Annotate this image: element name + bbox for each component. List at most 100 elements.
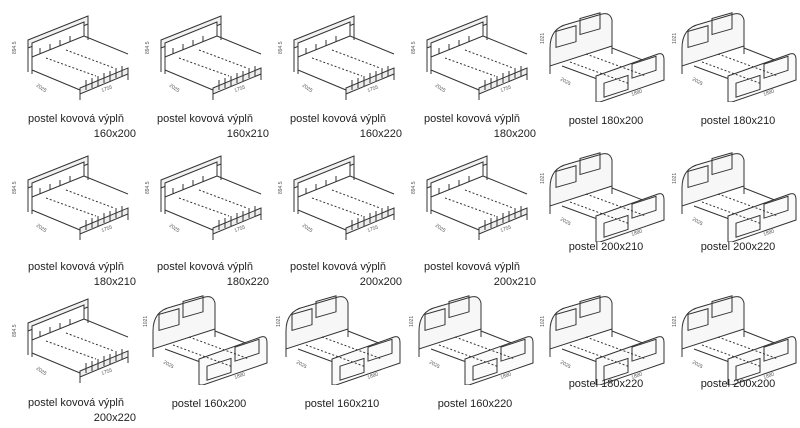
bed-size: 200x210 <box>493 276 536 288</box>
svg-text:1755: 1755 <box>500 84 513 94</box>
bed-name: postel kovová výplň <box>28 261 124 273</box>
bed-drawing-metal: 894.5 2025 1755 <box>10 150 142 242</box>
bed-drawing-metal: 894.5 2025 1755 <box>409 10 541 102</box>
bed-drawing-panel: 1021 2025 1880 <box>409 293 541 385</box>
svg-text:2025: 2025 <box>691 360 704 371</box>
svg-text:1880: 1880 <box>367 371 380 381</box>
bed-name: postel kovová výplň <box>290 261 386 273</box>
svg-text:1880: 1880 <box>763 228 776 238</box>
bed-drawing-metal: 894.5 2025 1755 <box>10 10 142 102</box>
svg-text:894.5: 894.5 <box>278 181 284 194</box>
svg-text:1880: 1880 <box>763 88 776 98</box>
svg-text:894.5: 894.5 <box>12 41 18 54</box>
svg-text:2025: 2025 <box>559 77 572 88</box>
bed-caption: postel kovová výplň 200x220 <box>28 396 136 426</box>
bed-caption: postel 180x210 <box>672 114 800 129</box>
svg-text:1880: 1880 <box>631 88 644 98</box>
bed-name: postel 180x200 <box>568 115 644 127</box>
svg-text:1021: 1021 <box>540 33 546 44</box>
bed-name: postel kovová výplň <box>290 113 386 125</box>
svg-text:1755: 1755 <box>500 224 513 234</box>
bed-drawing-metal: 894.5 2025 1755 <box>276 150 408 242</box>
svg-text:2025: 2025 <box>301 223 314 234</box>
svg-text:1755: 1755 <box>101 367 114 377</box>
bed-name: postel kovová výplň <box>424 261 520 273</box>
svg-text:2025: 2025 <box>691 217 704 228</box>
bed-name: postel kovová výplň <box>28 113 124 125</box>
bed-caption: postel kovová výplň 180x220 <box>157 260 269 290</box>
svg-text:2025: 2025 <box>301 83 314 94</box>
bed-size: 180x210 <box>93 276 136 288</box>
bed-size: 160x220 <box>359 128 402 140</box>
svg-text:1021: 1021 <box>143 316 149 327</box>
bed-drawing-metal: 894.5 2025 1755 <box>409 150 541 242</box>
bed-drawing-metal: 894.5 2025 1755 <box>143 10 275 102</box>
svg-text:2025: 2025 <box>162 360 175 371</box>
svg-text:1755: 1755 <box>367 224 380 234</box>
bed-name: postel 180x220 <box>568 378 644 390</box>
svg-text:894.5: 894.5 <box>411 181 417 194</box>
svg-text:2025: 2025 <box>35 366 48 377</box>
bed-caption: postel kovová výplň 200x200 <box>290 260 402 290</box>
bed-size: 200x200 <box>359 276 402 288</box>
bed-drawing-panel: 1021 2025 1880 <box>540 150 672 242</box>
svg-text:1755: 1755 <box>101 224 114 234</box>
bed-drawing-metal: 894.5 2025 1755 <box>276 10 408 102</box>
bed-caption: postel kovová výplň 180x200 <box>424 112 536 142</box>
svg-text:1880: 1880 <box>763 371 776 381</box>
bed-caption: postel 180x220 <box>540 377 672 392</box>
svg-text:894.5: 894.5 <box>411 41 417 54</box>
svg-text:894.5: 894.5 <box>145 41 151 54</box>
svg-text:2025: 2025 <box>559 217 572 228</box>
svg-text:1880: 1880 <box>631 371 644 381</box>
bed-name: postel kovová výplň <box>157 261 253 273</box>
bed-size: 200x220 <box>93 412 136 424</box>
bed-caption: postel kovová výplň 180x210 <box>28 260 136 290</box>
svg-text:1880: 1880 <box>234 371 247 381</box>
svg-text:1021: 1021 <box>672 316 678 327</box>
svg-text:894.5: 894.5 <box>12 181 18 194</box>
bed-name: postel kovová výplň <box>424 113 520 125</box>
svg-text:2025: 2025 <box>35 223 48 234</box>
svg-text:2025: 2025 <box>428 360 441 371</box>
bed-name: postel kovová výplň <box>157 113 253 125</box>
bed-caption: postel 200x210 <box>540 240 672 255</box>
bed-size: 180x200 <box>493 128 536 140</box>
svg-text:1755: 1755 <box>234 84 247 94</box>
bed-caption: postel 180x200 <box>540 114 672 129</box>
svg-text:2025: 2025 <box>295 360 308 371</box>
svg-text:894.5: 894.5 <box>145 181 151 194</box>
bed-caption: postel 160x210 <box>276 397 408 412</box>
bed-drawing-panel: 1021 2025 1880 <box>672 150 800 242</box>
svg-text:2025: 2025 <box>434 83 447 94</box>
bed-drawing-panel: 1021 2025 1880 <box>540 293 672 385</box>
bed-caption: postel 160x200 <box>143 397 275 412</box>
bed-drawing-panel: 1021 2025 1880 <box>672 293 800 385</box>
bed-name: postel 160x220 <box>437 398 513 410</box>
bed-name: postel 180x210 <box>700 115 776 127</box>
bed-size: 160x210 <box>226 128 269 140</box>
bed-drawing-panel: 1021 2025 1880 <box>143 293 275 385</box>
bed-name: postel 200x200 <box>700 378 776 390</box>
svg-text:1755: 1755 <box>234 224 247 234</box>
bed-drawing-metal: 894.5 2025 1755 <box>143 150 275 242</box>
svg-text:2025: 2025 <box>559 360 572 371</box>
bed-name: postel 160x210 <box>304 398 380 410</box>
bed-caption: postel kovová výplň 160x210 <box>157 112 269 142</box>
svg-text:2025: 2025 <box>35 83 48 94</box>
bed-caption: postel 160x220 <box>409 397 541 412</box>
svg-text:894.5: 894.5 <box>278 41 284 54</box>
svg-text:894.5: 894.5 <box>12 324 18 337</box>
svg-text:2025: 2025 <box>168 83 181 94</box>
svg-text:1021: 1021 <box>276 316 282 327</box>
svg-text:1755: 1755 <box>101 84 114 94</box>
bed-caption: postel kovová výplň 200x210 <box>424 260 536 290</box>
svg-text:2025: 2025 <box>168 223 181 234</box>
svg-text:1021: 1021 <box>409 316 415 327</box>
bed-drawing-panel: 1021 2025 1880 <box>540 10 672 102</box>
svg-text:1021: 1021 <box>672 33 678 44</box>
bed-size: 160x200 <box>93 128 136 140</box>
bed-caption: postel kovová výplň 160x200 <box>28 112 136 142</box>
bed-name: postel kovová výplň <box>28 397 124 409</box>
bed-drawing-panel: 1021 2025 1880 <box>672 10 800 102</box>
